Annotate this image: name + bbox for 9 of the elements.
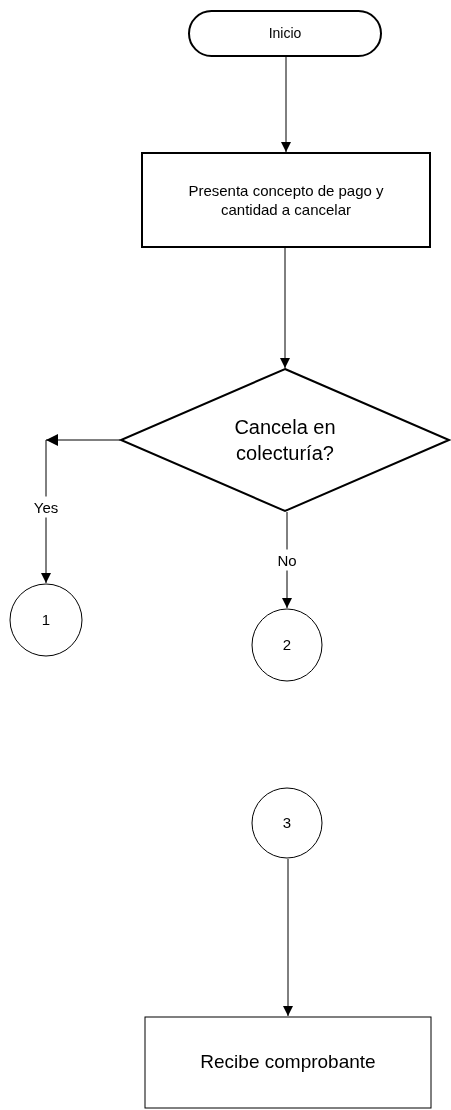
connector-number: 1 [41, 610, 51, 630]
edge-label: Yes [33, 496, 59, 517]
connector-number: 2 [282, 635, 292, 655]
step-text: Recibe comprobante [200, 1050, 376, 1075]
step-text: Presenta concepto de pago y cantidad a cancelar [187, 180, 385, 220]
connector-number: 3 [282, 813, 292, 833]
decision-text: Cancela en colecturía? [233, 415, 337, 466]
edge-label: No [277, 549, 297, 571]
step-text: Inicio [268, 24, 302, 43]
